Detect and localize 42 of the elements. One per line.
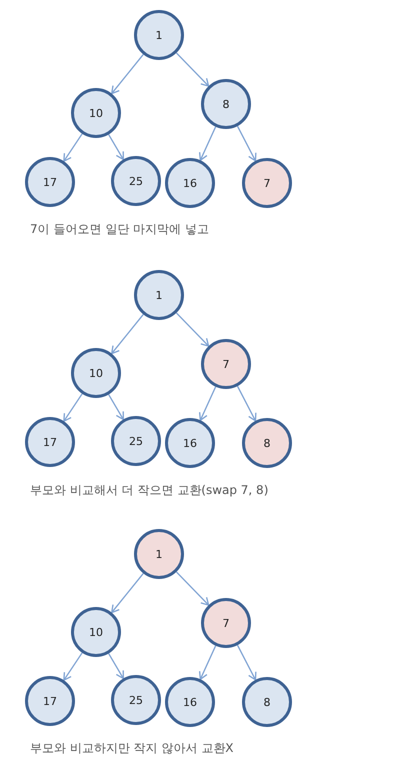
arrow (63, 133, 83, 162)
heap-node-circle: 7 (201, 339, 251, 389)
arrow (198, 645, 216, 680)
arrow (176, 312, 210, 347)
heap-node-circle: 7 (201, 598, 251, 648)
arrow (176, 52, 210, 87)
heap-node-circle: 8 (242, 418, 292, 468)
caption-text: 부모와 비교해서 더 작으면 교환(swap 7, 8) (30, 482, 268, 499)
heap-node-circle: 7 (242, 158, 292, 208)
heap-node-circle: 1 (134, 270, 184, 320)
heap-node-circle: 1 (134, 529, 184, 579)
heap-node-circle: 17 (25, 157, 75, 207)
arrow (108, 653, 124, 680)
heap-node-circle: 8 (201, 79, 251, 129)
heap-node-circle: 1 (134, 10, 184, 60)
heap-node-circle: 8 (242, 677, 292, 727)
heap-node-circle: 10 (71, 607, 121, 657)
heap-node-circle: 25 (111, 675, 161, 725)
heap-node-circle: 17 (25, 417, 75, 467)
arrow (111, 54, 144, 94)
heap-node-circle: 25 (111, 156, 161, 206)
heap-node-circle: 10 (71, 348, 121, 398)
arrow (63, 652, 83, 681)
heap-node-circle: 16 (165, 677, 215, 727)
heap-node-circle: 17 (25, 676, 75, 726)
arrow (63, 393, 83, 422)
heap-node-circle: 16 (165, 158, 215, 208)
arrow (236, 386, 256, 422)
heap-node-circle: 10 (71, 88, 121, 138)
arrow (236, 644, 256, 680)
arrow (111, 314, 144, 354)
heap-node-circle: 16 (165, 418, 215, 468)
arrow (236, 126, 256, 162)
arrow (108, 134, 124, 160)
arrow (198, 386, 216, 421)
caption-text: 7이 들어오면 일단 마지막에 넣고 (30, 221, 209, 238)
arrow (198, 126, 216, 161)
caption-text: 부모와 비교하지만 작지 않아서 교환X (30, 740, 234, 757)
arrow (108, 394, 124, 420)
arrow (111, 573, 144, 614)
arrow (176, 571, 210, 606)
heap-node-circle: 25 (111, 416, 161, 466)
